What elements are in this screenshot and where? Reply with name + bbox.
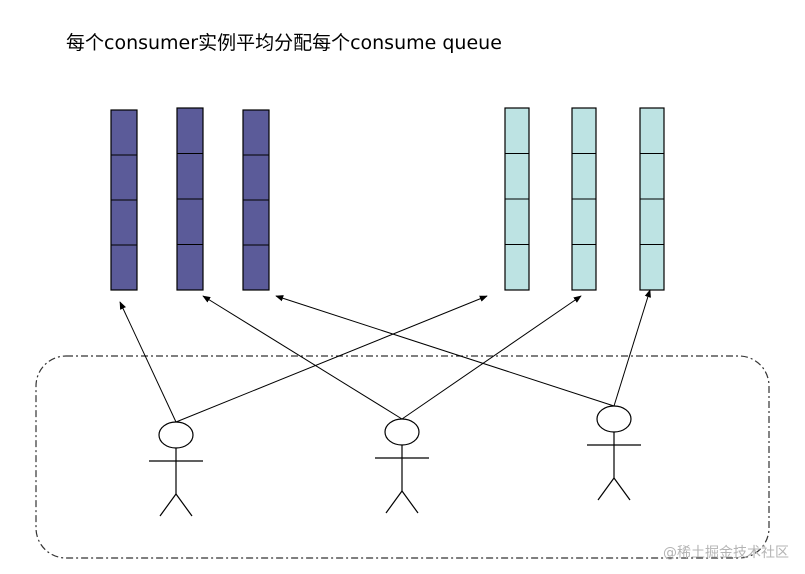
consumer-left-leg xyxy=(159,493,177,517)
consumer-right-leg xyxy=(175,493,193,517)
consume-queue-q4 xyxy=(504,107,530,291)
consumer-left-leg xyxy=(385,490,403,514)
consumers-layer xyxy=(149,405,641,517)
consumer-head xyxy=(596,405,632,433)
assignment-arrow-c2-q2 xyxy=(202,295,403,420)
assignment-arrow-c3-q6 xyxy=(613,289,651,407)
consumer-figure-c1 xyxy=(149,421,203,517)
consume-queue-q5 xyxy=(571,107,597,291)
watermark-text: @稀土掘金技术社区 xyxy=(663,545,789,561)
diagram-title: 每个consumer实例平均分配每个consume queue xyxy=(66,32,502,54)
assignment-arrow-c1-q4 xyxy=(175,295,488,423)
consume-queue-q6 xyxy=(639,107,665,291)
consumer-figure-c3 xyxy=(587,405,641,501)
consumer-head xyxy=(384,418,420,446)
consumer-group-boundary xyxy=(35,355,770,559)
consumer-head xyxy=(158,421,194,449)
consume-queue-q2 xyxy=(176,107,204,291)
assignment-arrow-c2-q5 xyxy=(401,295,582,420)
arrows-layer xyxy=(119,289,651,423)
queues-layer xyxy=(110,107,665,291)
consumer-right-leg xyxy=(613,477,631,501)
consumer-figure-c2 xyxy=(375,418,429,514)
consume-queue-q1 xyxy=(110,109,138,291)
assignment-arrow-c3-q3 xyxy=(275,295,615,407)
consumer-left-leg xyxy=(597,477,615,501)
assignment-arrow-c1-q1 xyxy=(119,301,177,423)
consume-queue-q3 xyxy=(242,109,270,291)
consumer-right-leg xyxy=(401,490,419,514)
